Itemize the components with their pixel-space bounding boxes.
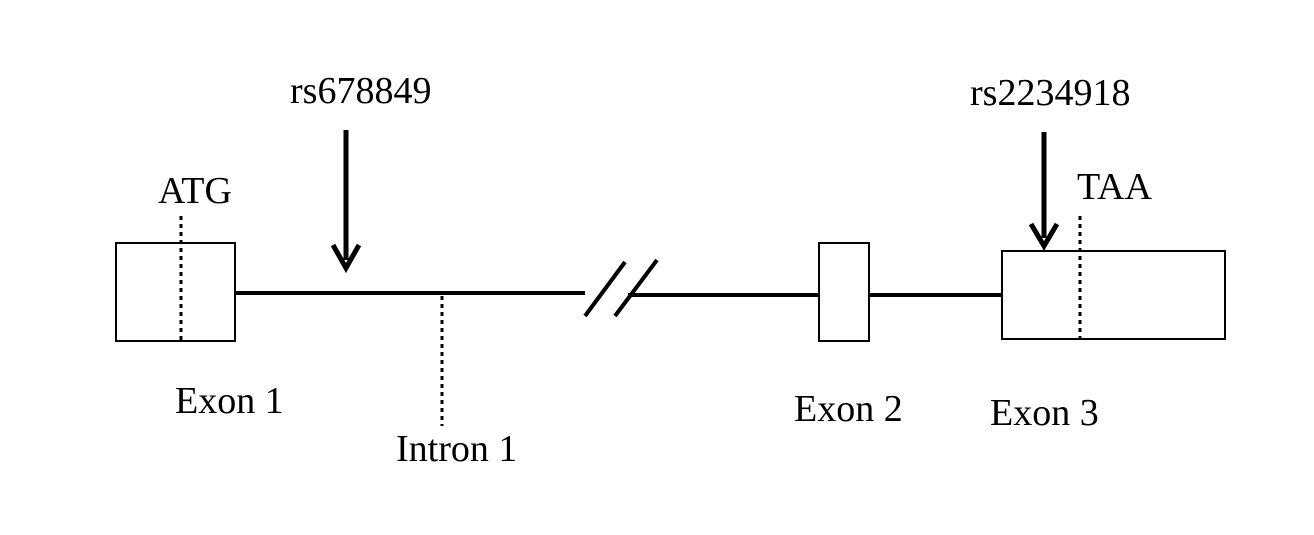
break-mark-2 xyxy=(613,258,659,318)
exon3-label: Exon 3 xyxy=(990,392,1099,434)
snp-label-rs678849: rs678849 xyxy=(290,70,432,112)
exon2-label: Exon 2 xyxy=(794,388,903,430)
intron1-label: Intron 1 xyxy=(396,428,518,470)
break-mark-1 xyxy=(583,260,627,318)
snp-arrow-rs2234918 xyxy=(1028,132,1060,251)
snp-label-rs2234918: rs2234918 xyxy=(970,72,1131,114)
start-codon-label: ATG xyxy=(158,170,232,212)
exon3-box xyxy=(1001,250,1226,340)
stop-codon-label: TAA xyxy=(1077,166,1153,208)
exon1-box xyxy=(115,242,236,342)
exon1-label: Exon 1 xyxy=(175,380,284,422)
snp-arrow-rs678849 xyxy=(330,130,362,274)
exon2-box xyxy=(818,242,870,342)
